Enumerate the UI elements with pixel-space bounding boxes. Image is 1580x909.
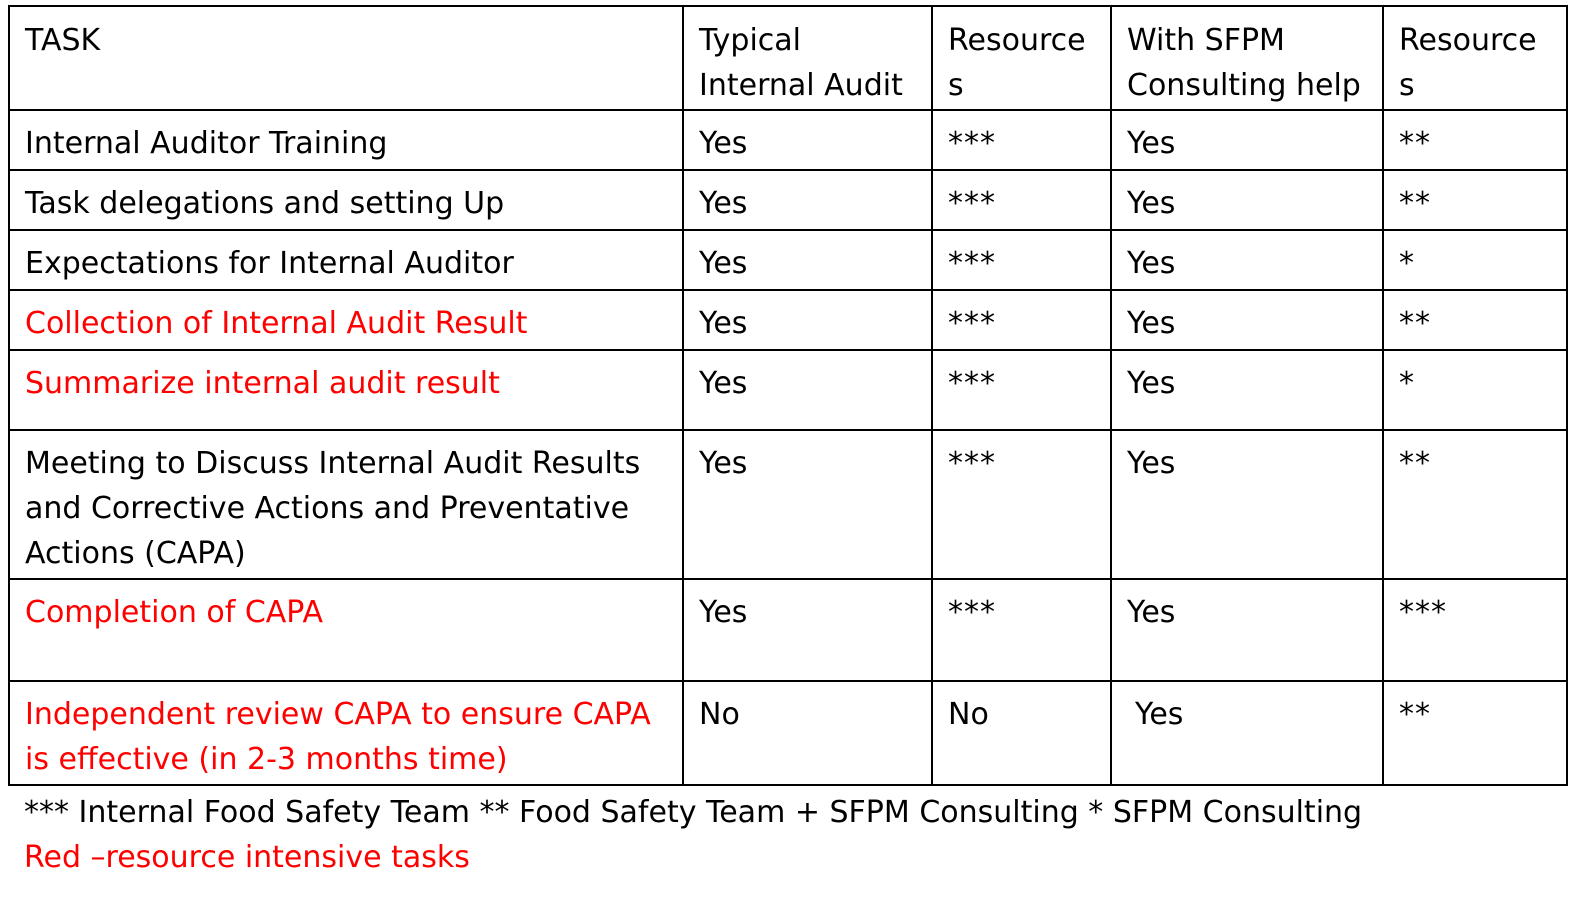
typical-cell: No bbox=[682, 680, 933, 786]
resources-typical-cell: *** bbox=[931, 229, 1112, 291]
typical-cell: Yes bbox=[682, 229, 933, 291]
resources-sfpm-cell: ** bbox=[1382, 109, 1568, 171]
resources-typical-cell: *** bbox=[931, 349, 1112, 431]
typical-cell: Yes bbox=[682, 289, 933, 351]
header-resources-sfpm: Resources bbox=[1382, 5, 1568, 111]
header-resources-typical: Resource s bbox=[931, 5, 1112, 111]
with-sfpm-cell: Yes bbox=[1110, 169, 1384, 231]
task-cell: Meeting to Discuss Internal Audit Result… bbox=[8, 429, 684, 580]
resources-sfpm-cell: ** bbox=[1382, 289, 1568, 351]
legend-resource-key: *** Internal Food Safety Team ** Food Sa… bbox=[24, 795, 1363, 830]
header-task: TASK bbox=[8, 5, 684, 111]
resources-sfpm-cell: ** bbox=[1382, 429, 1568, 580]
task-cell: Completion of CAPA bbox=[8, 578, 684, 682]
resources-sfpm-cell: * bbox=[1382, 349, 1568, 431]
task-cell: Collection of Internal Audit Result bbox=[8, 289, 684, 351]
resources-typical-cell: *** bbox=[931, 169, 1112, 231]
typical-cell: Yes bbox=[682, 349, 933, 431]
resources-sfpm-cell: ** bbox=[1382, 680, 1568, 786]
table-row: Completion of CAPA Yes *** Yes *** bbox=[8, 578, 1568, 682]
audit-comparison-table: TASK Typical Internal Audit Resource s W… bbox=[8, 5, 1568, 786]
resources-typical-cell: *** bbox=[931, 109, 1112, 171]
table-header-row: TASK Typical Internal Audit Resource s W… bbox=[8, 5, 1568, 111]
typical-cell: Yes bbox=[682, 578, 933, 682]
resources-typical-cell: *** bbox=[931, 289, 1112, 351]
with-sfpm-cell: Yes bbox=[1110, 109, 1384, 171]
legend: *** Internal Food Safety Team ** Food Sa… bbox=[24, 790, 1362, 880]
table-row: Independent review CAPA to ensure CAPA i… bbox=[8, 680, 1568, 786]
table-row: Collection of Internal Audit Result Yes … bbox=[8, 289, 1568, 351]
task-cell: Internal Auditor Training bbox=[8, 109, 684, 171]
table-row: Task delegations and setting Up Yes *** … bbox=[8, 169, 1568, 231]
resources-sfpm-cell: * bbox=[1382, 229, 1568, 291]
with-sfpm-cell: Yes bbox=[1110, 578, 1384, 682]
with-sfpm-cell: Yes bbox=[1110, 680, 1384, 786]
resources-typical-cell: *** bbox=[931, 429, 1112, 580]
resources-sfpm-cell: ** bbox=[1382, 169, 1568, 231]
header-typical-internal-audit: Typical Internal Audit bbox=[682, 5, 933, 111]
table-row: Internal Auditor Training Yes *** Yes ** bbox=[8, 109, 1568, 171]
with-sfpm-cell: Yes bbox=[1110, 429, 1384, 580]
typical-cell: Yes bbox=[682, 109, 933, 171]
table-row: Expectations for Internal Auditor Yes **… bbox=[8, 229, 1568, 291]
table-row: Summarize internal audit result Yes *** … bbox=[8, 349, 1568, 431]
with-sfpm-cell: Yes bbox=[1110, 349, 1384, 431]
resources-sfpm-cell: *** bbox=[1382, 578, 1568, 682]
table-row: Meeting to Discuss Internal Audit Result… bbox=[8, 429, 1568, 580]
task-cell: Independent review CAPA to ensure CAPA i… bbox=[8, 680, 684, 786]
typical-cell: Yes bbox=[682, 429, 933, 580]
with-sfpm-cell: Yes bbox=[1110, 289, 1384, 351]
resources-typical-cell: No bbox=[931, 680, 1112, 786]
header-with-sfpm-consulting: With SFPM Consulting help bbox=[1110, 5, 1384, 111]
task-cell: Expectations for Internal Auditor bbox=[8, 229, 684, 291]
legend-red-note: Red –resource intensive tasks bbox=[24, 840, 470, 875]
task-cell: Task delegations and setting Up bbox=[8, 169, 684, 231]
with-sfpm-cell: Yes bbox=[1110, 229, 1384, 291]
task-cell: Summarize internal audit result bbox=[8, 349, 684, 431]
typical-cell: Yes bbox=[682, 169, 933, 231]
resources-typical-cell: *** bbox=[931, 578, 1112, 682]
